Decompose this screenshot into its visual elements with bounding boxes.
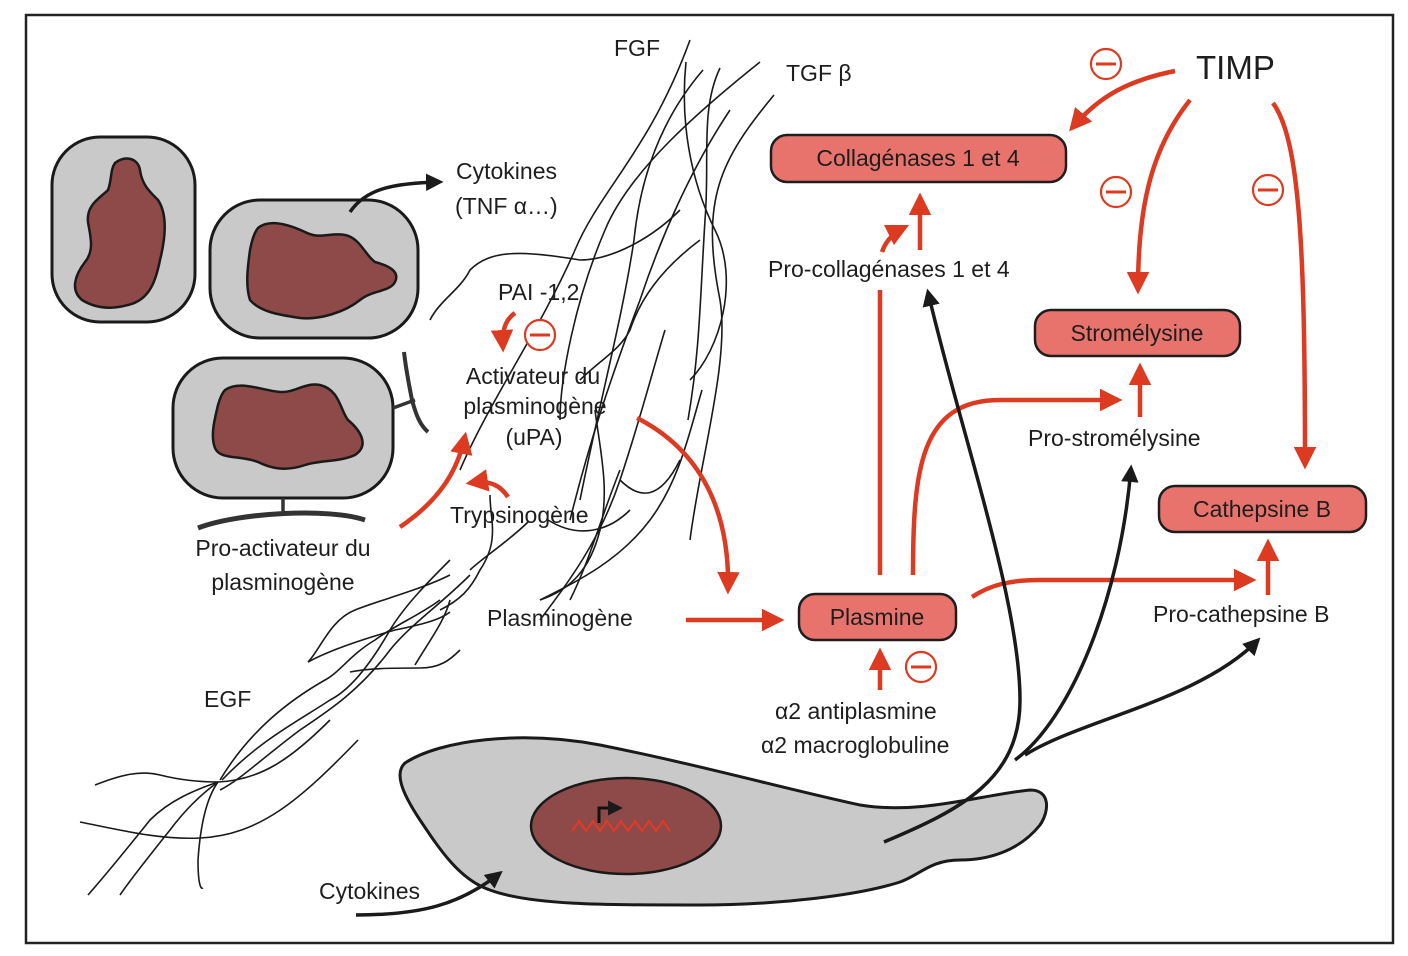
- arrow-timp-to-stromelysin: [1126, 98, 1192, 295]
- arrow-plasmin-to-prostromelysin: [910, 388, 1123, 576]
- inhibition-icon: [523, 318, 557, 352]
- label-cytokines-top-1: Cytokines: [456, 158, 557, 184]
- inhibition-icon: [904, 650, 938, 684]
- cell-1: [50, 135, 197, 324]
- enzyme-plasmin: Plasmine: [797, 592, 958, 642]
- enzyme-label: Collagénases 1 et 4: [816, 145, 1020, 171]
- arrow-proactivator-to-upa: [398, 431, 473, 529]
- label-upa-1: Activateur du: [466, 363, 600, 389]
- cell-3-receptor-bearing: [171, 351, 430, 531]
- label-trypsinogen: Trypsinogène: [450, 502, 589, 528]
- secretion-arrow-procathepsin: [1024, 637, 1261, 757]
- label-antiplasmin: α2 antiplasmine: [775, 698, 937, 724]
- label-pai: PAI -1,2: [498, 279, 579, 305]
- label-cytokines-bottom: Cytokines: [319, 878, 420, 904]
- label-proactivator-1: Pro-activateur du: [195, 535, 370, 561]
- label-proactivator-2: plasminogène: [211, 569, 354, 595]
- secretion-arrow-cytokines: [348, 173, 444, 214]
- enzyme-stromelysin: Stromélysine: [1033, 308, 1242, 358]
- label-egf: EGF: [204, 686, 251, 712]
- arrow-upa-to-plasminogen: [635, 415, 740, 595]
- enzyme-collagenases: Collagénases 1 et 4: [769, 133, 1068, 184]
- arrow-timp-to-collagenase: [1069, 68, 1176, 132]
- figure-frame: [24, 13, 1395, 945]
- label-cytokines-top-2: (TNF α…): [455, 193, 558, 219]
- label-tgf-beta: TGF β: [786, 60, 852, 86]
- label-timp: TIMP: [1196, 49, 1275, 86]
- label-procollagenases: Pro-collagénases 1 et 4: [768, 256, 1010, 282]
- cell-2: [208, 198, 420, 340]
- label-upa-3: (uPA): [505, 424, 562, 450]
- inhibition-icon: [1251, 173, 1285, 207]
- arrow-activation-collagenase-curl: [879, 224, 910, 253]
- inhibition-icon: [1099, 175, 1133, 209]
- label-prostromelysin: Pro-stromélysine: [1028, 425, 1201, 451]
- arrow-pai-to-upa: [490, 311, 517, 353]
- tumor-cell: [398, 736, 1049, 907]
- inhibition-icon: [1089, 47, 1123, 81]
- matrix-fibers: [79, 39, 775, 896]
- label-fgf: FGF: [614, 35, 660, 61]
- secretion-arrow-prostromelysin: [1013, 464, 1139, 762]
- label-upa-2: plasminogène: [463, 393, 606, 419]
- enzyme-label: Plasmine: [830, 604, 925, 630]
- enzyme-label: Cathepsine B: [1193, 496, 1331, 522]
- transcription-start-icon: [597, 800, 623, 823]
- arrow-trypsinogen-to-upa: [465, 469, 510, 499]
- label-plasminogen: Plasminogène: [487, 605, 633, 631]
- label-macroglobulin: α2 macroglobuline: [761, 732, 949, 758]
- secretion-arrow-procollagenase: [883, 288, 1022, 844]
- enzyme-cathepsin: Cathepsine B: [1157, 484, 1368, 534]
- enzyme-label: Stromélysine: [1071, 320, 1204, 346]
- arrow-timp-to-cathepsin: [1271, 101, 1317, 470]
- gene-icon: [571, 819, 671, 833]
- label-procathepsin: Pro-cathepsine B: [1153, 601, 1329, 627]
- stimulation-arrow-cytokines: [355, 870, 503, 917]
